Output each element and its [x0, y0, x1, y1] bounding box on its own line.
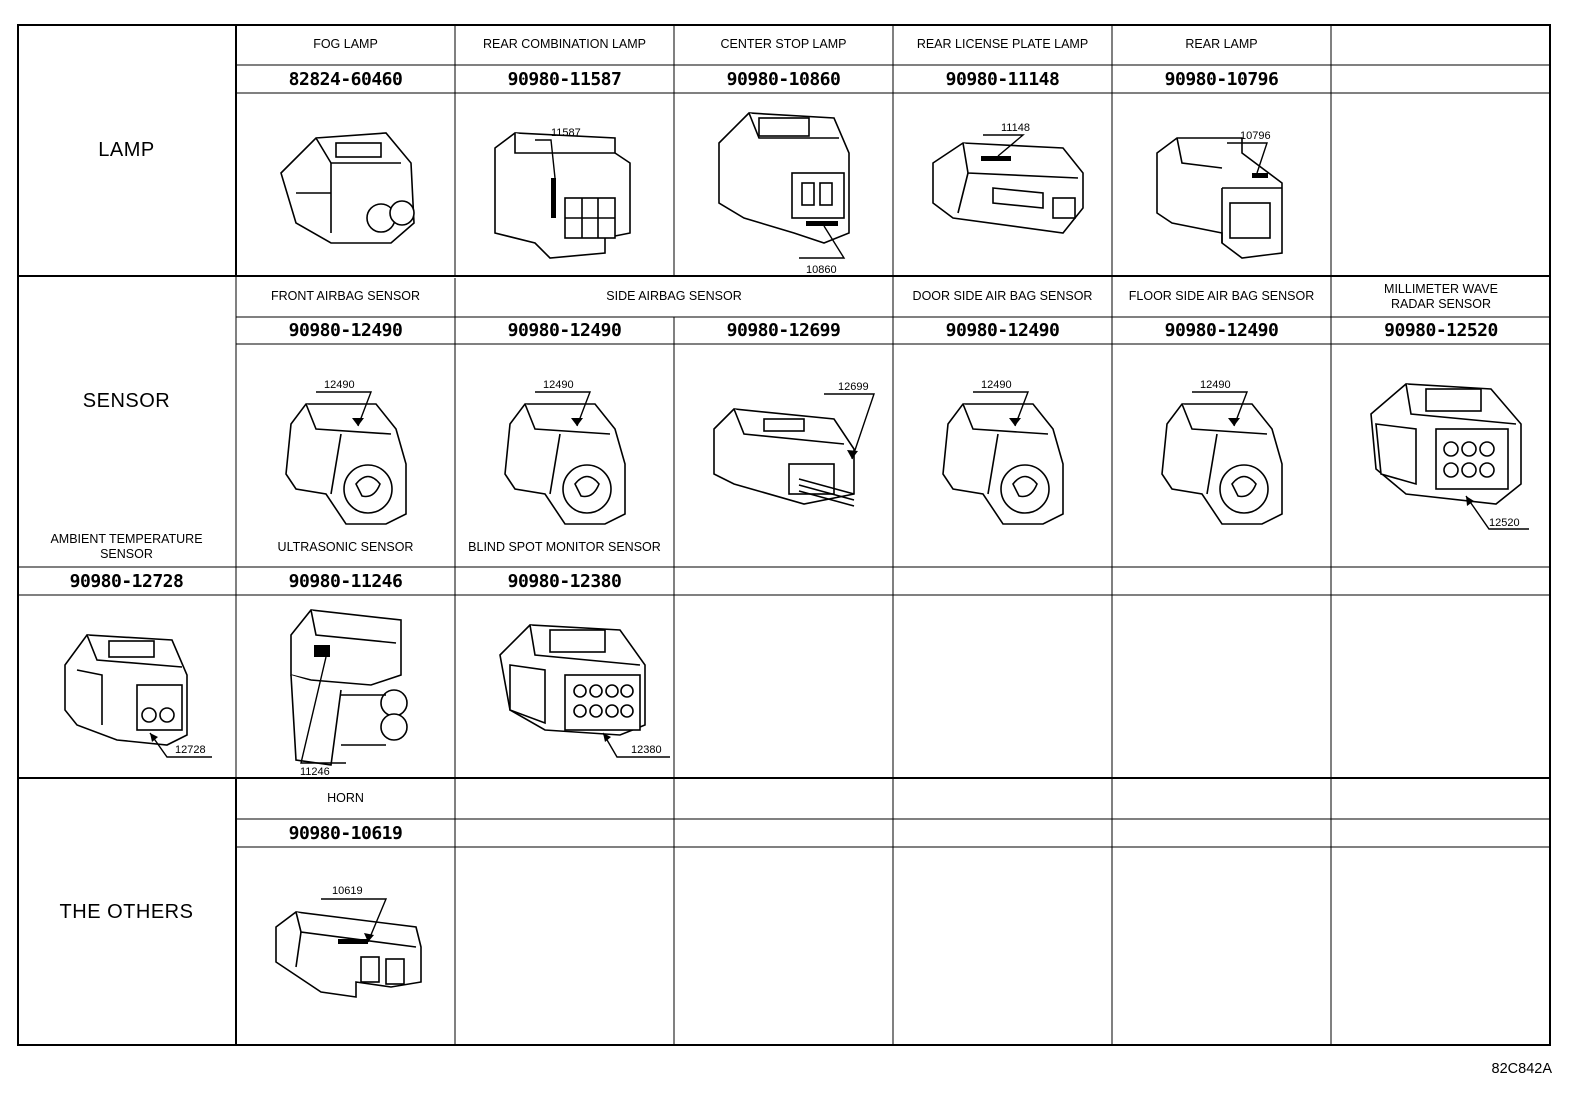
connector-drawing: 10796: [1156, 130, 1283, 259]
rear-license-plate-lamp-connector-illustration: 11148: [893, 93, 1112, 276]
connector-drawing: 11246: [290, 609, 408, 778]
connector-drawing: 12699: [713, 381, 875, 507]
part-number: 90980-12490: [945, 320, 1060, 341]
door-side-air-bag-sensor-name: DOOR SIDE AIR BAG SENSOR: [912, 289, 1093, 303]
part-number: 90980-10619: [288, 822, 403, 844]
part-number: [1331, 65, 1551, 93]
front-airbag-sensor-connector-illustration: 12490: [236, 344, 455, 567]
callout-label: 11246: [300, 766, 330, 778]
callout-label: 12520: [1489, 517, 1520, 529]
part-number: 90980-12380: [507, 570, 622, 592]
fog-lamp-connector-illustration: [236, 93, 455, 276]
connector-drawing: 11148: [932, 122, 1084, 234]
connector-drawing: 12728: [64, 634, 212, 758]
part-number: 90980-11246: [288, 570, 403, 592]
blind-spot-monitor-sensor-connector-illustration: 12380: [455, 595, 674, 778]
part-number: 90980-12490: [507, 320, 622, 341]
empty-name-cell: [1331, 24, 1551, 65]
millimeter-wave-radar-sensor-connector-illustration: 12520: [1331, 344, 1551, 567]
part-number: 90980-12520: [1384, 320, 1498, 341]
side-airbag-sensor-name: SIDE AIRBAG SENSOR: [606, 289, 742, 303]
horn-name: HORN: [327, 791, 364, 805]
category-the-others: THE OTHERS: [59, 900, 194, 923]
part-number: 90980-12490: [1164, 320, 1279, 341]
horn-connector-illustration: 10619: [236, 847, 455, 1046]
part-number: 90980-10860: [726, 68, 841, 90]
center-stop-lamp-name: CENTER STOP LAMP: [720, 37, 847, 51]
ambient-temperature-sensor-name: AMBIENT TEMPERATURE SENSOR: [50, 532, 203, 561]
part-number: 90980-11148: [945, 68, 1060, 90]
rear-lamp-connector-illustration: 10796: [1112, 93, 1331, 276]
front-airbag-sensor-name: FRONT AIRBAG SENSOR: [270, 289, 421, 303]
center-stop-lamp-connector-illustration: 10860: [674, 93, 893, 276]
part-number: 90980-12490: [288, 320, 403, 341]
fog-lamp-name: FOG LAMP: [313, 37, 378, 51]
part-number: 82824-60460: [288, 68, 403, 90]
callout-label: 12490: [543, 379, 574, 391]
callout-label: 11587: [551, 127, 581, 139]
connector-table: LAMP SENSOR THE OTHERS FOG LAMP REAR COM…: [17, 24, 1551, 1046]
door-side-air-bag-sensor-connector-illustration: 12490: [893, 344, 1112, 567]
side-airbag-sensor-12699-connector-illustration: 12699: [674, 344, 893, 567]
callout-label: 11148: [1001, 122, 1030, 134]
connector-drawing: 12490: [1161, 379, 1283, 525]
rear-lamp-name: REAR LAMP: [1185, 37, 1258, 51]
callout-label: 12699: [838, 381, 869, 393]
blind-spot-monitor-sensor-name: BLIND SPOT MONITOR SENSOR: [468, 539, 661, 554]
category-sensor: SENSOR: [82, 390, 171, 412]
rear-combination-lamp-connector-illustration: 11587: [455, 93, 674, 276]
table-grid-lines: [17, 24, 1551, 1046]
connector-drawing: 12490: [285, 379, 407, 525]
millimeter-wave-radar-sensor-name: MILLIMETER WAVE RADAR SENSOR: [1384, 281, 1498, 311]
rear-combination-lamp-name: REAR COMBINATION LAMP: [483, 37, 646, 51]
part-number: 90980-10796: [1164, 68, 1279, 90]
drawing-code: 82C842A: [1491, 1061, 1552, 1077]
connector-drawing: 12520: [1370, 383, 1529, 530]
connector-drawing: [280, 132, 415, 244]
callout-label: 10860: [806, 264, 837, 276]
connector-drawing: 11587: [494, 127, 631, 259]
callout-label: 10619: [332, 885, 363, 897]
callout-label: 12490: [324, 379, 355, 391]
callout-label: 12490: [1200, 379, 1231, 391]
category-lamp: LAMP: [98, 138, 155, 161]
connector-drawing: 10619: [275, 885, 422, 998]
side-airbag-sensor-connector-illustration: 12490: [455, 344, 674, 567]
connector-drawing: 12490: [504, 379, 626, 525]
callout-label: 12728: [175, 744, 206, 756]
part-number: 90980-11587: [507, 68, 622, 90]
floor-side-air-bag-sensor-connector-illustration: 12490: [1112, 344, 1331, 567]
rear-license-plate-lamp-name: REAR LICENSE PLATE LAMP: [916, 37, 1089, 51]
floor-side-air-bag-sensor-name: FLOOR SIDE AIR BAG SENSOR: [1128, 289, 1315, 303]
part-number: 90980-12699: [726, 320, 841, 341]
part-number: 90980-12728: [69, 570, 184, 592]
ultrasonic-sensor-connector-illustration: 11246: [236, 595, 455, 778]
callout-label: 10796: [1240, 130, 1271, 142]
connector-drawing: 12380: [499, 624, 670, 758]
callout-label: 12490: [981, 379, 1012, 391]
ultrasonic-sensor-name: ULTRASONIC SENSOR: [277, 539, 414, 554]
ambient-temperature-sensor-connector-illustration: 12728: [17, 595, 236, 778]
connector-drawing: 12490: [942, 379, 1064, 525]
connector-drawing: 10860: [718, 112, 850, 276]
callout-label: 12380: [631, 744, 662, 756]
